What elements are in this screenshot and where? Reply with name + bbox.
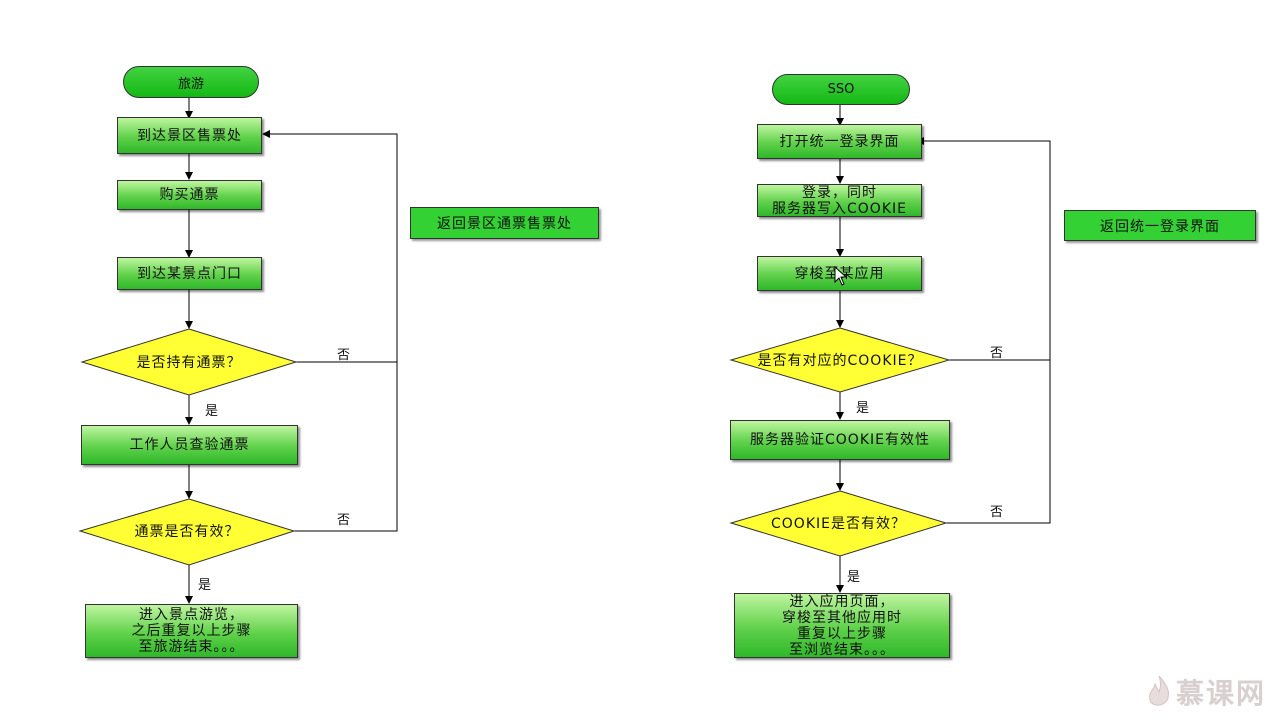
left-yes-label-2: 是: [198, 578, 212, 593]
right-step-login-write-cookie: 登录，同时 服务器写入COOKIE: [757, 184, 922, 217]
left-no-label-1: 否: [337, 348, 351, 363]
left-no-label-2: 否: [337, 513, 351, 528]
left-step-staff-check: 工作人员查验通票: [81, 425, 298, 465]
left-step-arrive-gate: 到达某景点门口: [117, 257, 262, 290]
left-step-arrive-ticket-office: 到达景区售票处: [117, 117, 262, 154]
decision-diamond-l2: [78, 498, 296, 566]
left-end-step: 进入景点游览， 之后重复以上步骤 至旅游结束。。。: [85, 604, 298, 658]
watermark-text: 慕课网: [1175, 677, 1266, 710]
right-yes-label-1: 是: [856, 401, 870, 416]
left-step-buy-pass: 购买通票: [117, 180, 262, 210]
right-decision-cookie-valid: COOKIE是否有效？: [771, 516, 906, 532]
right-step-verify-cookie: 服务器验证COOKIE有效性: [730, 420, 950, 460]
flame-logo-icon: [1149, 675, 1169, 706]
line-loop-back-left: [262, 130, 398, 532]
decision-diamond-l1: [80, 328, 298, 396]
right-no-label-2: 否: [990, 505, 1004, 520]
watermark-logo: 慕课网: [1146, 672, 1266, 712]
right-yes-label-2: 是: [847, 570, 861, 585]
right-no-label-1: 否: [990, 346, 1004, 361]
decision-diamond-r1: [729, 327, 951, 393]
line-loop-back-right: [916, 137, 1051, 524]
left-decision-pass-valid: 通票是否有效？: [134, 524, 240, 540]
right-step-open-login: 打开统一登录界面: [757, 124, 922, 159]
left-yes-label-1: 是: [205, 404, 219, 419]
right-start-terminator: SSO: [772, 74, 910, 105]
mouse-cursor-icon: [834, 266, 848, 286]
right-end-step: 进入应用页面， 穿梭至其他应用时 重复以上步骤 至浏览结束。。。: [734, 593, 950, 658]
left-decision-has-pass: 是否持有通票？: [136, 355, 242, 371]
decision-diamond-r2: [729, 490, 948, 557]
right-note-return: 返回统一登录界面: [1064, 210, 1256, 241]
right-decision-has-cookie: 是否有对应的COOKIE？: [757, 353, 923, 369]
left-start-terminator: 旅游: [123, 66, 259, 98]
left-note-return: 返回景区通票售票处: [410, 207, 599, 239]
